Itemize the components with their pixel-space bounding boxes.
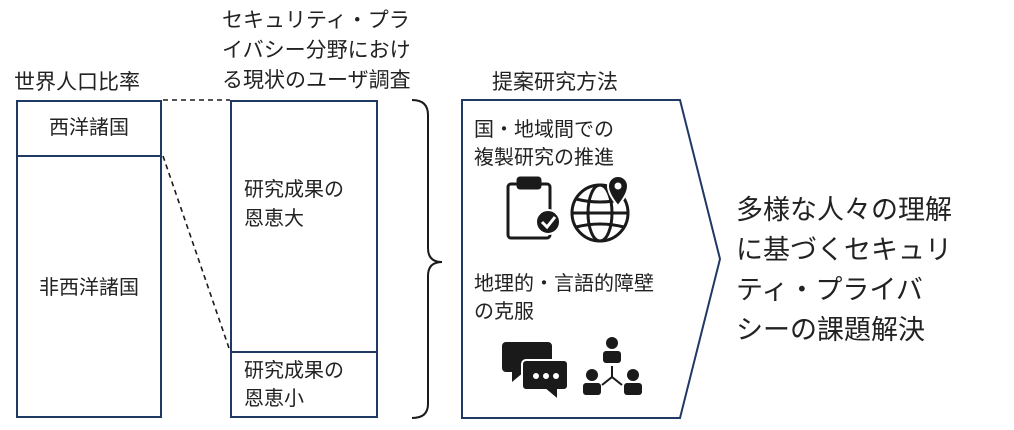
globe-pin-icon [570, 174, 630, 243]
clipboard-check-icon [506, 176, 561, 240]
large-benefit-line1: 研究成果の [244, 177, 344, 201]
survey-header-line2: イバシー分野におけ [222, 38, 411, 62]
large-benefit-line2: 恩恵大 [244, 206, 304, 230]
people-network-icon [583, 337, 642, 395]
small-benefit-line2: 恩恵小 [244, 386, 304, 410]
proposal-item1-line2: 複製研究の推進 [474, 145, 614, 169]
dashed-connector-bottom [162, 155, 231, 352]
population-divider [16, 155, 162, 157]
population-header: 世界人口比率 [14, 70, 140, 94]
survey-header-line3: る現状のユーザ調査 [222, 68, 411, 92]
result-line3: ティ・プライバ [736, 275, 923, 306]
result-line4: シーの課題解決 [736, 315, 925, 346]
population-box [16, 100, 162, 418]
survey-header-line1: セキュリティ・プラ [222, 8, 410, 32]
curly-brace [411, 99, 443, 419]
small-benefit-line1: 研究成果の [244, 358, 344, 382]
result-line1: 多様な人々の理解 [736, 195, 952, 226]
non-western-label: 非西洋諸国 [39, 275, 139, 299]
survey-box [230, 100, 378, 418]
survey-divider [230, 351, 378, 353]
proposal-header: 提案研究方法 [492, 70, 618, 94]
chat-bubbles-icon [502, 342, 569, 403]
proposal-item1-line1: 国・地域間での [474, 117, 614, 141]
result-line2: に基づくセキュリ [736, 235, 952, 266]
western-label: 西洋諸国 [49, 115, 129, 139]
proposal-item2-line1: 地理的・言語的障壁 [474, 271, 654, 295]
proposal-item2-line2: の克服 [474, 299, 534, 323]
